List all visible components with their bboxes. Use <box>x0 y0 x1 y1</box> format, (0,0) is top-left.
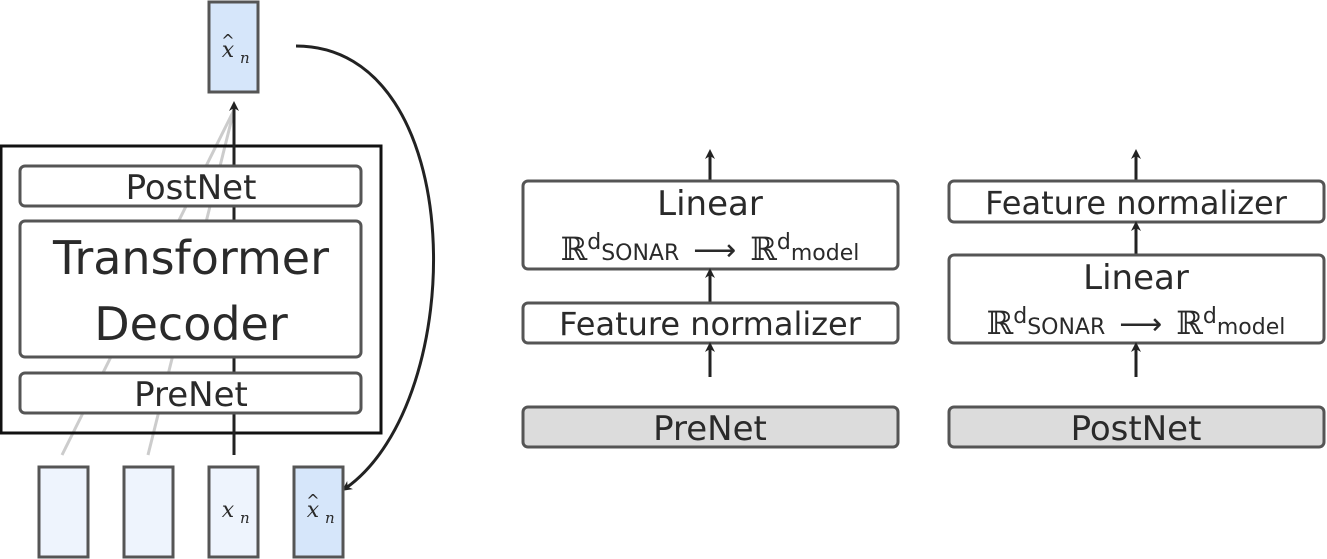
prenet-normalizer-label: Feature normalizer <box>559 305 862 343</box>
postnet-normalizer-label: Feature normalizer <box>985 184 1288 222</box>
input-token-fed-back <box>292 465 345 559</box>
postnet-base-label: PostNet <box>1071 409 1202 449</box>
input-fed-back-hat: ^ <box>306 491 319 510</box>
decoder-title-line2: Decoder <box>94 297 288 351</box>
postnet-label: PostNet <box>126 168 257 208</box>
output-token-hat: ^ <box>221 31 234 50</box>
input-current-sub: n <box>240 509 250 527</box>
postnet-linear-label: Linear <box>1083 258 1189 298</box>
postnet-base-box <box>947 405 1326 449</box>
prenet-label: PreNet <box>134 375 248 415</box>
input-current-base: x <box>222 498 235 523</box>
output-token-base: x <box>222 38 235 63</box>
decoder-title-line1: Transformer <box>52 231 329 285</box>
output-token-sub: n <box>240 49 250 67</box>
left-panel: PostNet Transformer Decoder PreNet x ^ n… <box>0 0 435 559</box>
transformer-decoder-box <box>18 219 363 359</box>
input-token-current <box>207 465 260 559</box>
output-token <box>207 0 260 94</box>
input-token-2 <box>122 465 175 559</box>
feedback-arrow <box>295 44 435 491</box>
input-fed-back-base: x <box>307 498 320 523</box>
input-token-1 <box>37 465 90 559</box>
postnet-detail-panel: Feature normalizer Linear ℝdSONAR⟶ℝdmode… <box>947 149 1326 449</box>
prenet-linear-mapping: ℝdSONAR⟶ℝdmodel <box>561 230 860 268</box>
prenet-base-box <box>521 405 900 449</box>
prenet-base-label: PreNet <box>653 409 767 449</box>
prenet-linear-label: Linear <box>657 184 763 224</box>
input-fed-back-sub: n <box>325 509 335 527</box>
postnet-linear-mapping: ℝdSONAR⟶ℝdmodel <box>987 304 1286 342</box>
postnet-box <box>18 164 363 208</box>
prenet-detail-panel: Linear ℝdSONAR⟶ℝdmodel Feature normalize… <box>521 149 900 449</box>
model-frame <box>0 144 383 435</box>
prenet-box <box>18 371 363 415</box>
